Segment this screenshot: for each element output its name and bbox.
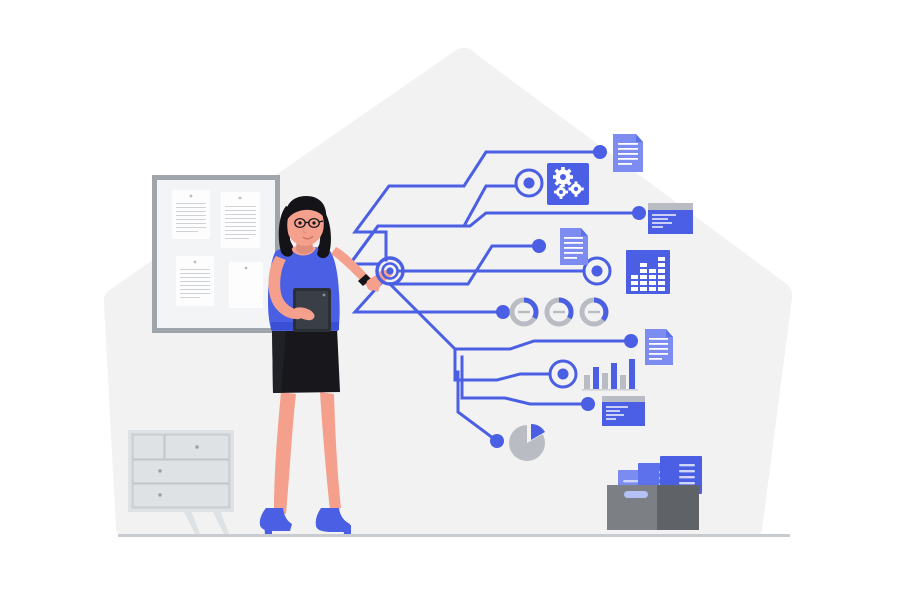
dot-window-top[interactable]	[632, 206, 646, 220]
pinboard-note	[176, 256, 214, 306]
pinboard-note	[221, 192, 260, 248]
document-icon[interactable]	[560, 228, 588, 265]
bar	[611, 363, 617, 389]
bar	[620, 375, 626, 389]
leg-right	[320, 392, 341, 510]
box-handle	[624, 491, 648, 498]
branch-doc-mid	[388, 244, 541, 286]
progress-dial-icon[interactable]	[509, 297, 539, 327]
folder-back	[660, 456, 702, 494]
glasses-icon	[294, 217, 324, 229]
dot-window-low[interactable]	[581, 397, 595, 411]
floor-line	[118, 534, 790, 537]
pinboard-note	[172, 190, 210, 239]
bar	[629, 359, 635, 389]
ring-node-barchart[interactable]	[548, 359, 578, 389]
hair-side-left	[282, 216, 293, 251]
person-businesswoman	[259, 196, 393, 534]
ring-node-equalizer[interactable]	[582, 256, 612, 286]
pinboard	[152, 175, 280, 333]
drawer-handle	[158, 469, 162, 473]
pie-chart-icon[interactable]	[509, 423, 545, 461]
ring-node-gears[interactable]	[514, 168, 544, 198]
gears-icon[interactable]	[547, 163, 589, 205]
hair-side-right	[318, 215, 329, 252]
drawer-top-left[interactable]	[132, 434, 165, 460]
bar	[593, 367, 599, 389]
bar	[602, 373, 608, 389]
drawer-middle[interactable]	[132, 459, 230, 484]
network-ring-nodes	[514, 168, 612, 389]
branch-top-1	[352, 150, 602, 262]
shoe-left	[259, 508, 292, 534]
eye-right	[312, 221, 316, 225]
filing-cabinet	[128, 430, 234, 534]
browser-window-icon[interactable]	[648, 203, 693, 234]
dot-doc-mid[interactable]	[532, 239, 546, 253]
bar-chart-icon[interactable]	[582, 359, 638, 391]
arm-left	[268, 256, 304, 320]
box-body-dark	[657, 485, 699, 530]
browser-window-icon[interactable]	[602, 396, 645, 426]
file-box	[607, 456, 702, 530]
bar-chart-icon[interactable]	[626, 250, 670, 294]
branch-lower-1	[387, 281, 633, 351]
bar	[584, 375, 590, 389]
dot-dials[interactable]	[496, 305, 510, 319]
tablet[interactable]	[293, 288, 331, 332]
cabinet-leg	[212, 510, 229, 534]
drawer-bottom[interactable]	[132, 483, 230, 508]
skirt	[272, 328, 340, 393]
network-endpoints	[490, 145, 646, 448]
hair-front	[285, 196, 327, 222]
wrist-watch	[358, 274, 371, 286]
dot-pie[interactable]	[490, 434, 504, 448]
dot-doc-low[interactable]	[624, 334, 638, 348]
drawer-handle	[158, 493, 162, 497]
drawer-handle	[195, 445, 199, 449]
hand-left	[294, 307, 315, 321]
branch-dials	[351, 279, 505, 314]
document-icon[interactable]	[645, 329, 673, 365]
eye-left	[298, 221, 302, 225]
cabinet-leg	[183, 510, 200, 534]
skirt-shade	[272, 328, 286, 393]
pinboard-note	[229, 262, 263, 308]
nose	[303, 227, 307, 234]
mouth	[302, 235, 314, 240]
progress-dial-icon[interactable]	[579, 297, 609, 327]
shoe-right	[315, 508, 351, 534]
leg-left	[274, 392, 296, 514]
dot-doc-top[interactable]	[593, 145, 607, 159]
central-hub-node[interactable]	[375, 256, 405, 286]
bar-chart-axis	[582, 389, 638, 391]
branch-lower-2	[453, 347, 551, 382]
branch-lower-3	[460, 355, 590, 406]
progress-dial-icon[interactable]	[544, 297, 574, 327]
document-icon[interactable]	[613, 134, 643, 172]
progress-dials	[509, 297, 609, 327]
branch-pie	[456, 370, 500, 444]
